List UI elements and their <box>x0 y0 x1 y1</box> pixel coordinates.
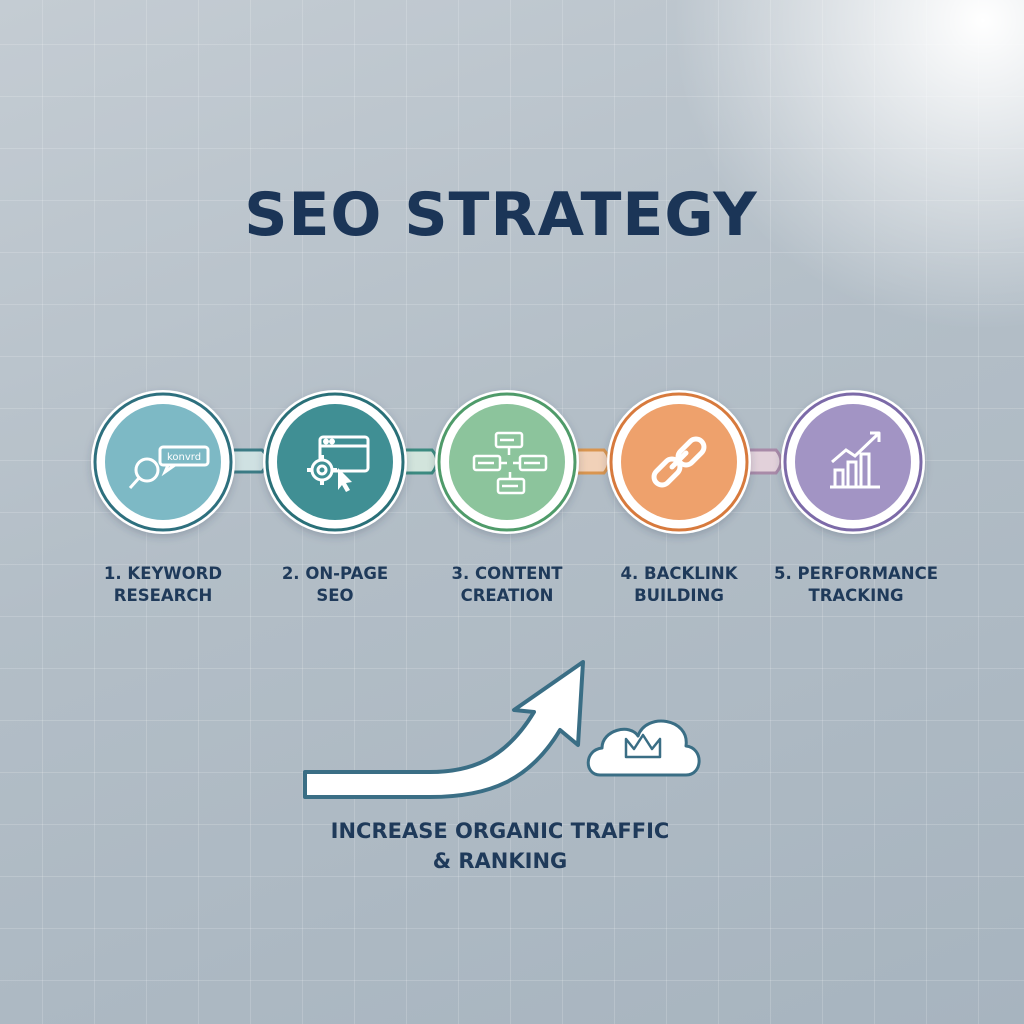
step-1-label-line2: RESEARCH <box>113 586 213 605</box>
cloud-crown-icon <box>586 719 701 777</box>
upward-arrow-icon <box>303 660 585 799</box>
step-3-label-line2: CREATION <box>460 586 554 605</box>
step-2-label: 2. ON-PAGE SEO <box>235 563 435 607</box>
chain-link-icon <box>651 436 707 488</box>
step-3-label-line1: 3. CONTENT <box>451 564 563 583</box>
step-5-label-line1: 5. PERFORMANCE <box>774 564 938 583</box>
step-1-label-line1: 1. KEYWORD <box>103 564 223 583</box>
keyword-icon-text: konvrd <box>167 452 201 463</box>
connector-1-2 <box>230 448 269 474</box>
step-4-label: 4. BACKLINK BUILDING <box>579 563 779 607</box>
step-3-label: 3. CONTENT CREATION <box>407 563 607 607</box>
step-2-node <box>263 390 407 534</box>
connector-4-5 <box>744 448 783 475</box>
step-4-label-line2: BUILDING <box>634 586 724 605</box>
webpage-gear-icon <box>307 435 370 492</box>
page-title: SEO STRATEGY <box>244 180 758 250</box>
step-1-label: 1. KEYWORD RESEARCH <box>63 563 263 607</box>
content-blocks-icon <box>472 431 548 495</box>
step-2-label-line1: 2. ON-PAGE <box>281 564 389 583</box>
step-5-label: 5. PERFORMANCE TRACKING <box>756 563 956 607</box>
outcome-line2: & RANKING <box>432 849 568 873</box>
step-2-label-line2: SEO <box>316 586 354 605</box>
step-4-label-line1: 4. BACKLINK <box>620 564 738 583</box>
outcome-line1: INCREASE ORGANIC TRAFFIC <box>330 819 670 843</box>
growth-chart-icon <box>830 431 881 489</box>
keyword-search-icon: konvrd <box>128 445 210 490</box>
step-5-label-line2: TRACKING <box>808 586 904 605</box>
step-1-node <box>91 390 235 534</box>
outcome-text: INCREASE ORGANIC TRAFFIC & RANKING <box>280 816 720 876</box>
